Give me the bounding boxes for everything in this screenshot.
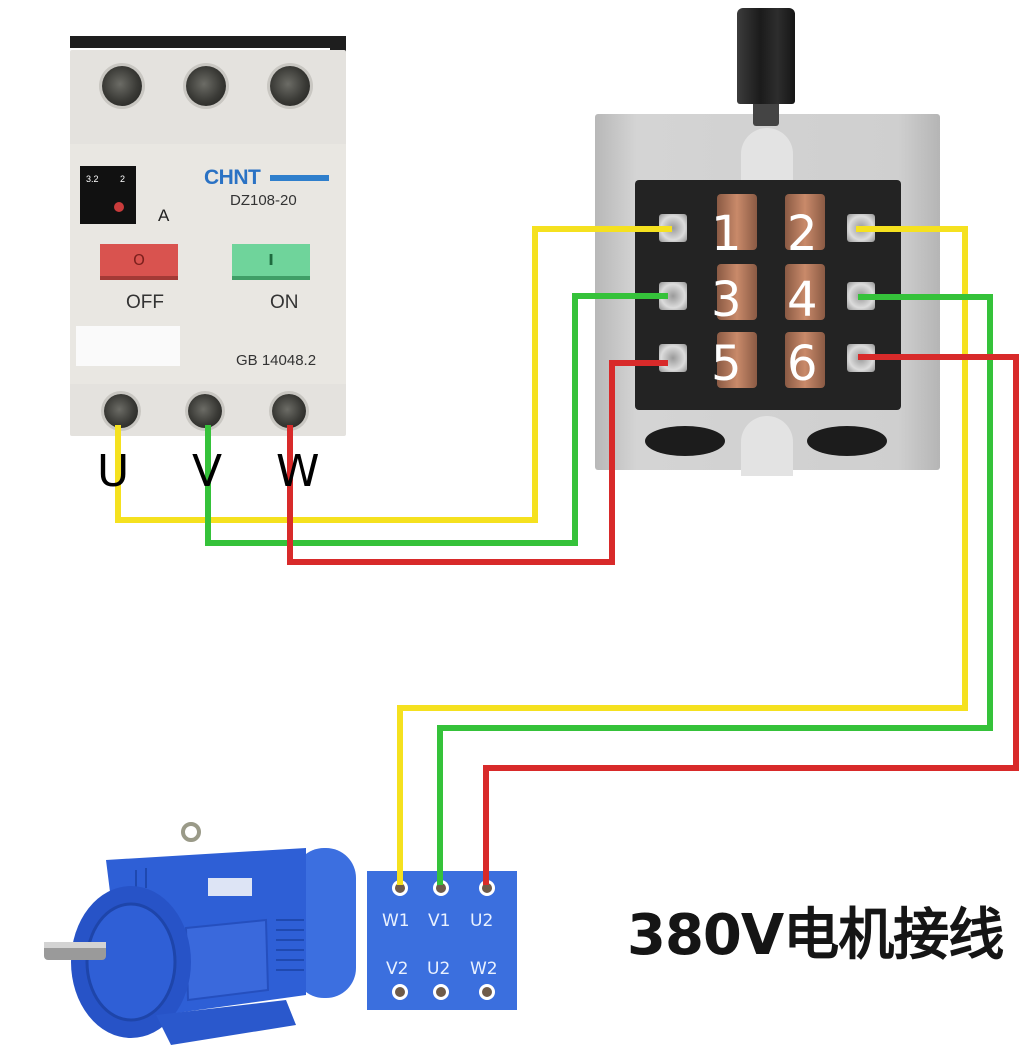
label-u2-bottom: U2 — [427, 959, 451, 979]
terminal-number-1: 1 — [711, 206, 742, 262]
post-w1 — [392, 880, 408, 896]
label-v2: V2 — [386, 959, 409, 979]
dial-value-min: 3.2 — [86, 174, 99, 184]
current-setting-dial: 3.2 2 — [80, 166, 136, 224]
on-symbol: I — [268, 251, 274, 269]
post-v1 — [433, 880, 449, 896]
switch-knob[interactable] — [737, 8, 795, 104]
off-button[interactable]: O — [100, 244, 178, 280]
circuit-breaker: 3.2 2 A CHNT DZ108-20 O I OFF ON GB 1404… — [70, 36, 346, 436]
switch-housing — [595, 114, 940, 476]
brand-bar — [270, 175, 329, 181]
terminal-number-4: 4 — [787, 272, 818, 328]
terminal-6-screw — [847, 344, 875, 372]
phase-label-w: W — [276, 446, 320, 497]
label-w1: W1 — [382, 911, 410, 931]
switch-shaft — [753, 100, 779, 126]
model-number: DZ108-20 — [230, 192, 297, 209]
breaker-top-band — [70, 36, 332, 48]
terminal-4-screw — [847, 282, 875, 310]
terminal-5-screw — [659, 344, 687, 372]
label-plate — [76, 326, 180, 366]
top-bracket — [741, 128, 793, 188]
top-screw-3 — [270, 66, 310, 106]
mount-foot-right — [807, 426, 887, 456]
contact-block — [635, 180, 901, 410]
brand-logo: CHNT — [204, 166, 261, 189]
terminal-1-screw — [659, 214, 687, 242]
terminal-number-5: 5 — [711, 336, 742, 392]
top-screw-2 — [186, 66, 226, 106]
terminal-3-screw — [659, 282, 687, 310]
phase-label-u: U — [97, 446, 130, 497]
phase-label-v: V — [192, 446, 223, 497]
breaker-body: 3.2 2 A CHNT DZ108-20 O I OFF ON GB 1404… — [70, 50, 346, 436]
dial-value-max: 2 — [120, 174, 126, 184]
label-v1: V1 — [428, 911, 451, 931]
bottom-bracket — [741, 416, 793, 476]
off-label: OFF — [126, 292, 164, 313]
post-v2 — [392, 984, 408, 1000]
top-screw-1 — [102, 66, 142, 106]
standard-number: GB 14048.2 — [236, 352, 317, 369]
terminal-number-6: 6 — [787, 336, 818, 392]
breaker-front-panel: 3.2 2 A CHNT DZ108-20 O I OFF ON GB 1404… — [70, 144, 346, 384]
on-label: ON — [270, 292, 299, 313]
on-button[interactable]: I — [232, 244, 310, 280]
terminal-2-screw — [847, 214, 875, 242]
label-u2-top: U2 — [470, 911, 494, 931]
motor-terminal-block: W1 V1 U2 V2 U2 W2 — [367, 871, 517, 1010]
diagram-title: 380V电机接线 — [627, 903, 1004, 968]
terminal-screw-w — [272, 394, 306, 428]
terminal-screw-v — [188, 394, 222, 428]
post-u2-top — [479, 880, 495, 896]
post-w2 — [479, 984, 495, 1000]
post-u2-bottom — [433, 984, 449, 1000]
dial-indicator — [114, 202, 124, 212]
label-w2: W2 — [470, 959, 498, 979]
rotary-switch: 1 2 3 4 5 6 — [595, 0, 940, 476]
terminal-screw-u — [104, 394, 138, 428]
motor-icon — [44, 822, 356, 1045]
mount-foot-left — [645, 426, 725, 456]
current-unit: A — [158, 206, 170, 225]
off-symbol: O — [133, 251, 145, 269]
terminal-number-2: 2 — [787, 206, 818, 262]
terminal-number-3: 3 — [711, 272, 742, 328]
